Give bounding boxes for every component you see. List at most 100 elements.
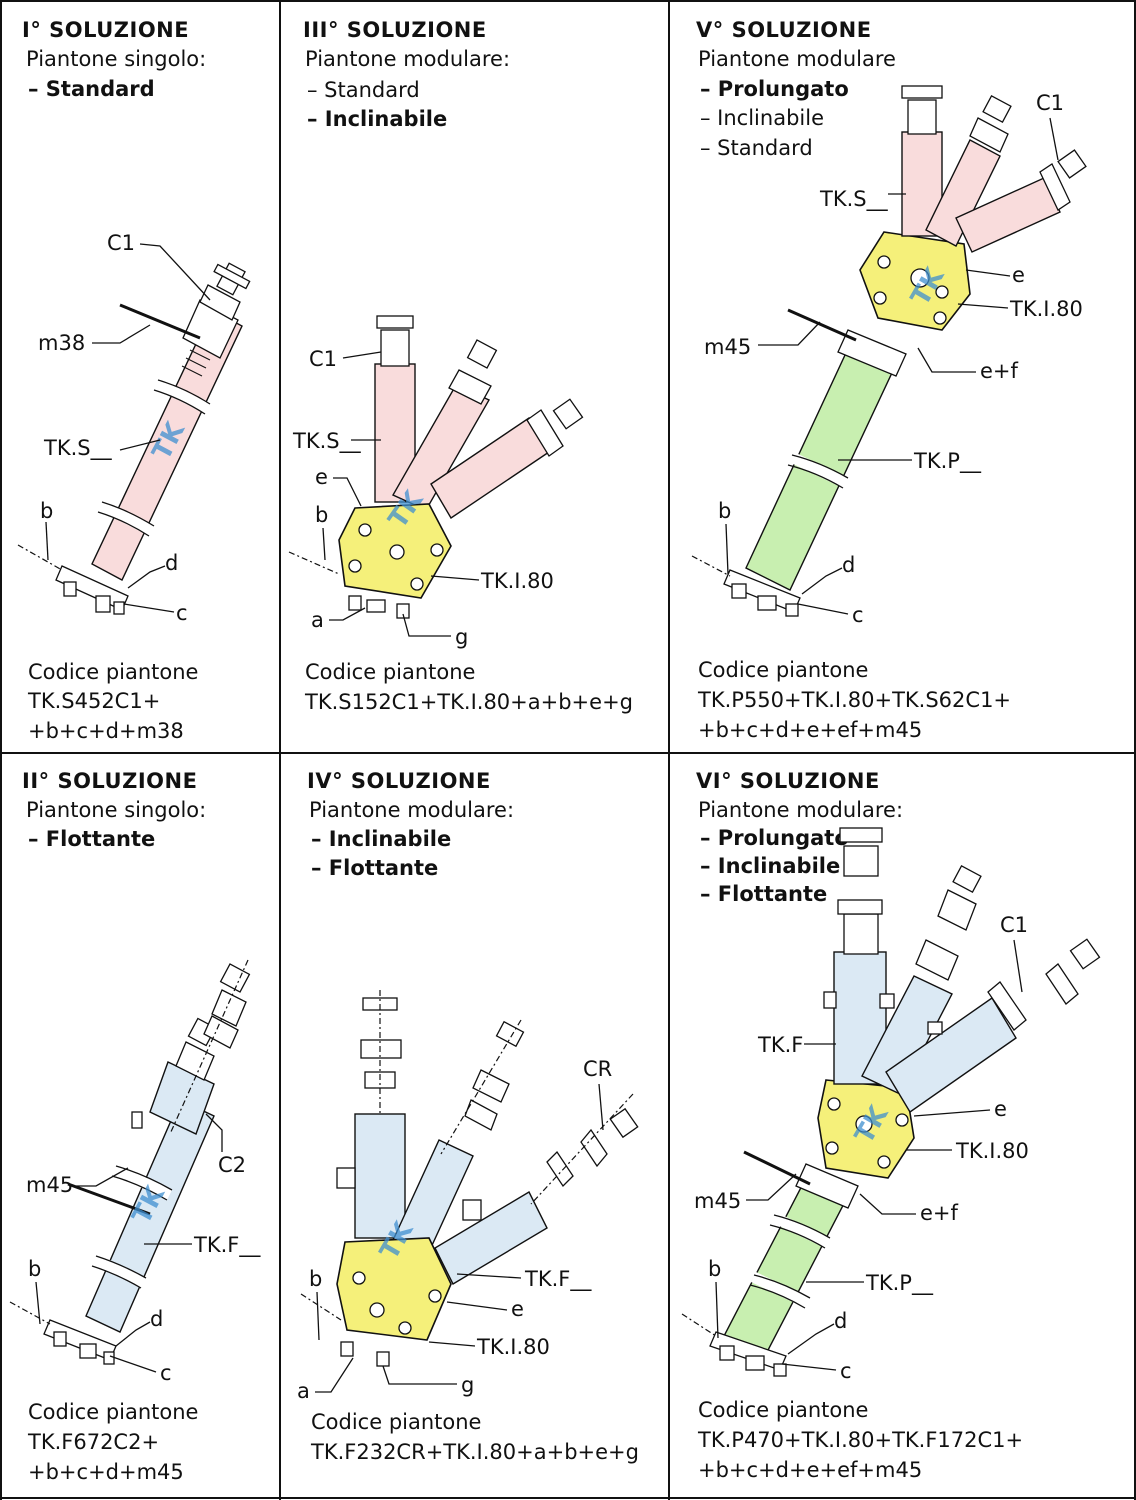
option-inclinabile: – Inclinabile [307,107,448,131]
label-d: d [165,551,178,575]
label-b: b [309,1267,322,1291]
grid-border-top [0,0,1136,2]
base-bolt [757,595,777,611]
label-b: b [718,499,731,523]
panel-title: IV° SOLUZIONE [307,769,491,793]
grid-divider-v1 [279,0,281,1500]
label-e: e [315,465,328,489]
lever-m45 [787,308,857,342]
break-mark-lower [749,1274,811,1309]
top-sleeve [907,99,937,135]
knob-floating [839,827,883,843]
leader-e [446,1301,508,1311]
steering-column-assembly [9,959,251,1365]
sleeve-30 [915,939,959,981]
steering-column-assembly [17,262,251,615]
leader-c [781,1363,837,1371]
label-c: c [840,1359,852,1383]
code-line-2: +b+c+d+e+ef+m45 [698,1458,923,1482]
lever-m38 [119,303,201,340]
label-a: a [311,608,324,632]
grid-border-bottom [0,1497,1136,1499]
leader-c [123,603,175,613]
block-screw [935,285,949,299]
side-knob [462,1199,482,1221]
panel-solution-1: I° SOLUZIONE Piantone singolo: – Standar… [0,0,279,752]
side-knob [927,1021,943,1035]
part-floating [843,845,879,877]
leader-b [35,1281,41,1325]
label-c1: C1 [1000,913,1028,937]
code-line-1: TK.S452C1+ [28,689,161,713]
leader-tk-i-80 [428,1341,476,1347]
diagram-solution-5: TK C1 TK.S__ e TK.I.80 m45 e+f TK.P__ b … [691,85,1087,627]
top-sleeve [380,329,410,367]
part-floating [472,1069,510,1103]
label-tk-i-80: TK.I.80 [476,1335,550,1359]
label-g: g [461,1373,474,1397]
grid-divider-h [0,752,1136,754]
tube-vertical [833,951,887,1085]
label-c1: C1 [309,347,337,371]
label-e: e [511,1297,524,1321]
panel-subtitle: Piantone singolo: [26,47,207,71]
tube-inclined-60 [434,1191,548,1285]
base-bolt [95,595,111,613]
option-inclinabile: – Inclinabile [700,106,824,130]
block-screw [398,1321,412,1335]
side-knob [823,991,837,1009]
base-bolt [340,1341,354,1357]
panel-solution-5: V° SOLUZIONE Piantone modulare – Prolung… [670,0,1134,752]
grid-border-right [1134,0,1136,1500]
code-line-1: TK.P550+TK.I.80+TK.S62C1+ [698,688,1012,712]
leader-b [45,521,49,561]
block-screw [358,523,372,537]
knob [837,899,883,915]
top-sleeve [843,913,879,955]
center-axis [440,1019,522,1155]
panel-solution-6: VI° SOLUZIONE Piantone modulare: – Prolu… [670,754,1134,1498]
leader-tk-i-80 [957,303,1009,309]
part-floating [580,1128,608,1168]
floor-axis [17,544,63,571]
grid-divider-v2 [668,0,670,1500]
knob-bar [213,263,251,290]
leader-a [315,1357,354,1393]
label-tk-s: TK.S__ [819,187,888,212]
label-c: c [176,601,188,625]
code-line-1: TK.F232CR+TK.I.80+a+b+e+g [311,1440,639,1464]
label-e: e [994,1097,1007,1121]
grid-border-left [0,0,2,1500]
leader-m45 [746,1173,797,1201]
panel-solution-2: II° SOLUZIONE Piantone singolo: – Flotta… [0,754,279,1498]
knob-60 [1057,149,1087,179]
leader-c1 [1049,117,1059,161]
panel-title: VI° SOLUZIONE [696,769,880,793]
knob [901,85,943,99]
block-screw [877,255,891,269]
option-inclinabile: – Inclinabile [700,854,841,878]
label-c1: C1 [1036,91,1064,115]
leader-d [801,567,843,595]
option-standard: – Standard [28,77,155,101]
leader-cr [598,1083,604,1131]
label-c: c [160,1361,172,1385]
label-d: d [842,553,855,577]
panel-subtitle: Piantone modulare: [309,798,515,822]
leader-b [322,527,326,561]
block-pivot [369,1302,385,1318]
option-prolungato: – Prolungato [700,77,849,101]
code-heading: Codice piantone [311,1410,482,1434]
option-flottante: – Flottante [700,882,828,906]
diagram-solution-4: TK CR TK.F__ b e TK.I.80 a g [297,990,639,1403]
block-screw [873,291,887,305]
panel-title: V° SOLUZIONE [696,18,872,42]
option-flottante: – Flottante [28,827,156,851]
center-axis [169,959,249,1135]
leader-c1 [139,243,211,301]
base-bolt [366,599,386,613]
leader-e-f [859,1193,916,1215]
label-m45: m45 [694,1189,741,1213]
knob-floating [219,963,251,993]
break-mark-lower [91,1255,147,1289]
